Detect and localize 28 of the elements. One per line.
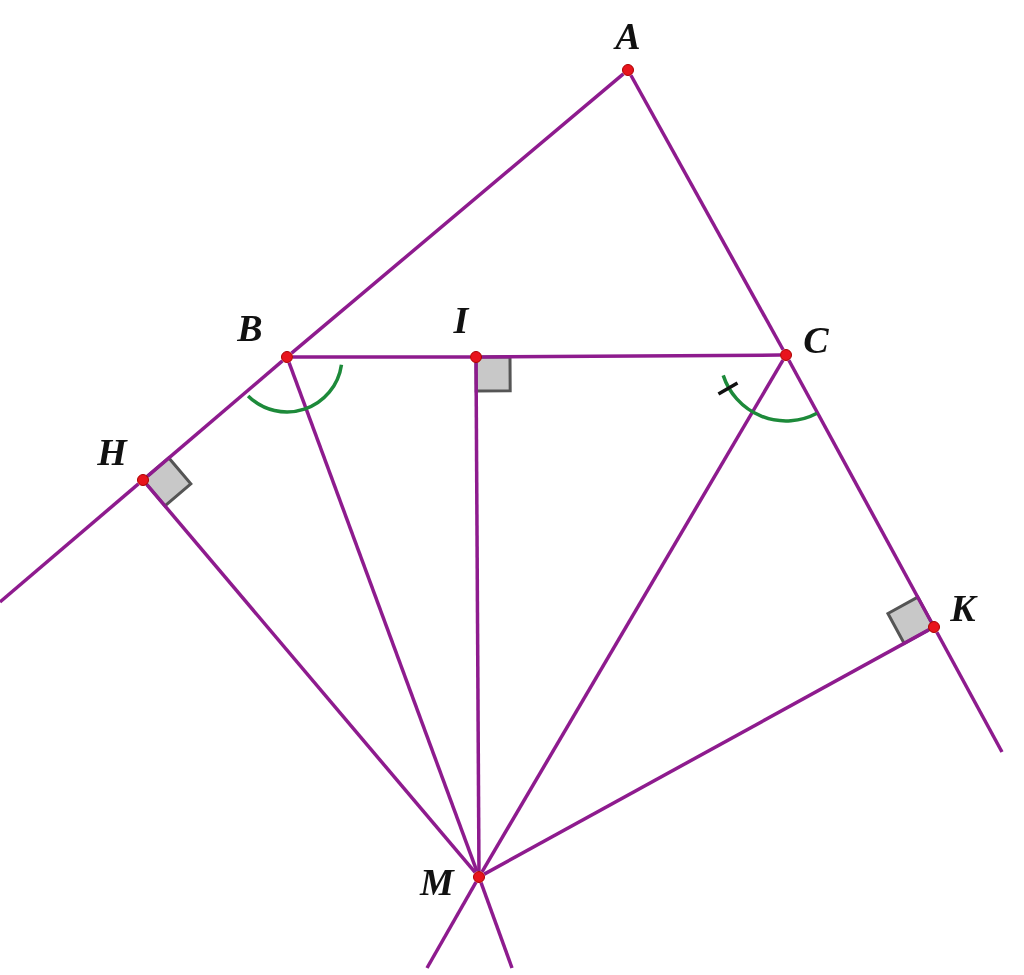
line-segment bbox=[290, 72, 625, 355]
line-segment bbox=[629, 74, 785, 351]
point-label: K bbox=[950, 589, 976, 627]
line-segment bbox=[935, 631, 1004, 753]
point-dot bbox=[470, 351, 482, 363]
point-label: B bbox=[237, 309, 263, 347]
point-label: M bbox=[420, 863, 454, 901]
line-segment bbox=[145, 483, 477, 874]
line-segment bbox=[293, 355, 470, 359]
line-segment bbox=[287, 362, 479, 872]
line-segment bbox=[480, 359, 785, 873]
line-segment bbox=[474, 363, 481, 871]
line-segment bbox=[482, 353, 780, 359]
line-segment bbox=[483, 628, 930, 876]
point-dot bbox=[281, 351, 293, 363]
point-dot bbox=[780, 349, 792, 361]
line-segment bbox=[146, 359, 284, 478]
line-segment bbox=[425, 881, 478, 969]
point-label: C bbox=[803, 321, 829, 359]
point-label: I bbox=[453, 301, 469, 339]
point-dot bbox=[137, 474, 149, 486]
point-label: H bbox=[97, 433, 127, 471]
point-dot bbox=[622, 64, 634, 76]
point-dot bbox=[473, 871, 485, 883]
line-segment bbox=[787, 359, 933, 623]
line-segment bbox=[0, 482, 140, 604]
point-label: A bbox=[615, 17, 641, 55]
line-segment bbox=[479, 882, 514, 969]
